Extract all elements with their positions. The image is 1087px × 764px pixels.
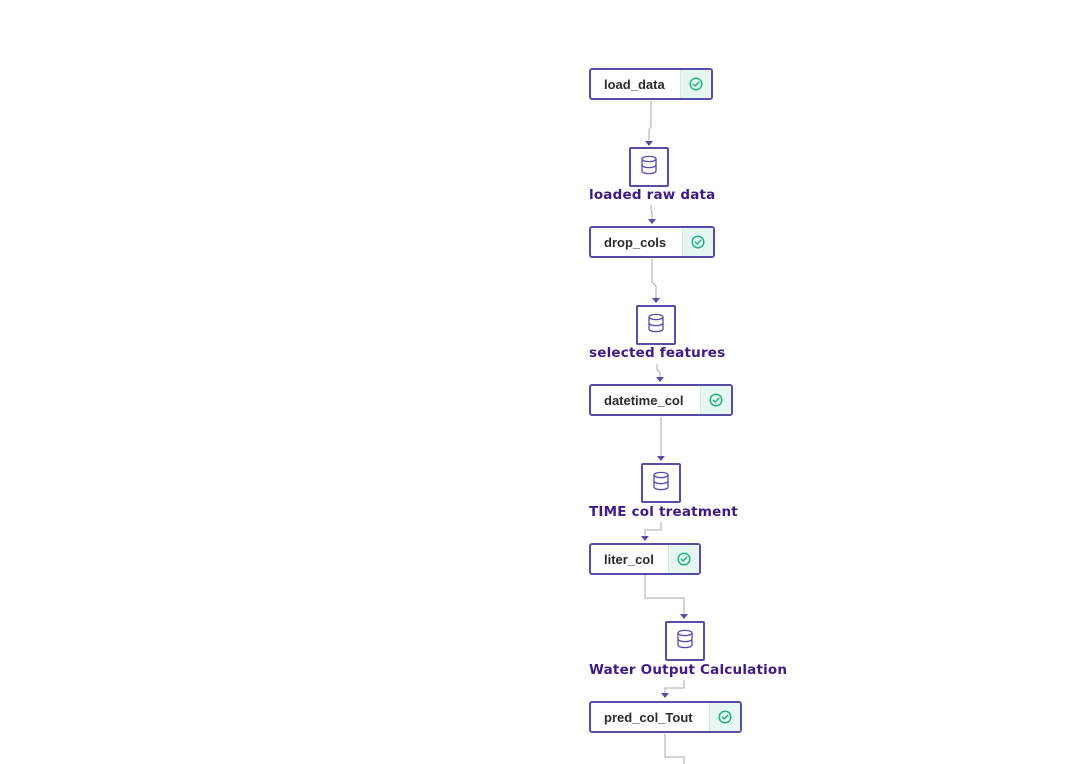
step-node-datetime-col[interactable]: datetime_col [589, 384, 733, 416]
step-name: liter_col [604, 551, 654, 567]
artifact-node-loaded-raw-data[interactable] [629, 147, 669, 187]
step-node-pred-col-tout[interactable]: pred_col_Tout [589, 701, 742, 733]
step-node-drop-cols[interactable]: drop_cols [589, 226, 715, 258]
step-name: pred_col_Tout [604, 709, 693, 725]
step-name: datetime_col [604, 392, 684, 408]
artifact-label[interactable]: selected features [589, 345, 726, 361]
artifact-node-selected-features[interactable] [636, 305, 676, 345]
check-circle-icon [682, 228, 713, 256]
check-circle-icon [668, 545, 699, 573]
step-name: drop_cols [604, 234, 667, 250]
artifact-label[interactable]: TIME col treatment [589, 504, 738, 520]
database-icon [647, 313, 665, 338]
database-icon [640, 155, 658, 180]
database-icon [676, 629, 694, 654]
artifact-label[interactable]: Water Output Calculation [589, 662, 788, 678]
artifact-node-time-col-treatment[interactable] [641, 463, 681, 503]
database-icon [652, 471, 670, 496]
artifact-label[interactable]: loaded raw data [589, 187, 716, 203]
step-name: load_data [604, 76, 665, 92]
step-node-liter-col[interactable]: liter_col [589, 543, 701, 575]
check-circle-icon [700, 386, 731, 414]
check-circle-icon [709, 703, 740, 731]
step-node-load-data[interactable]: load_data [589, 68, 713, 100]
artifact-node-water-output-calculation[interactable] [665, 621, 705, 661]
check-circle-icon [680, 70, 711, 98]
